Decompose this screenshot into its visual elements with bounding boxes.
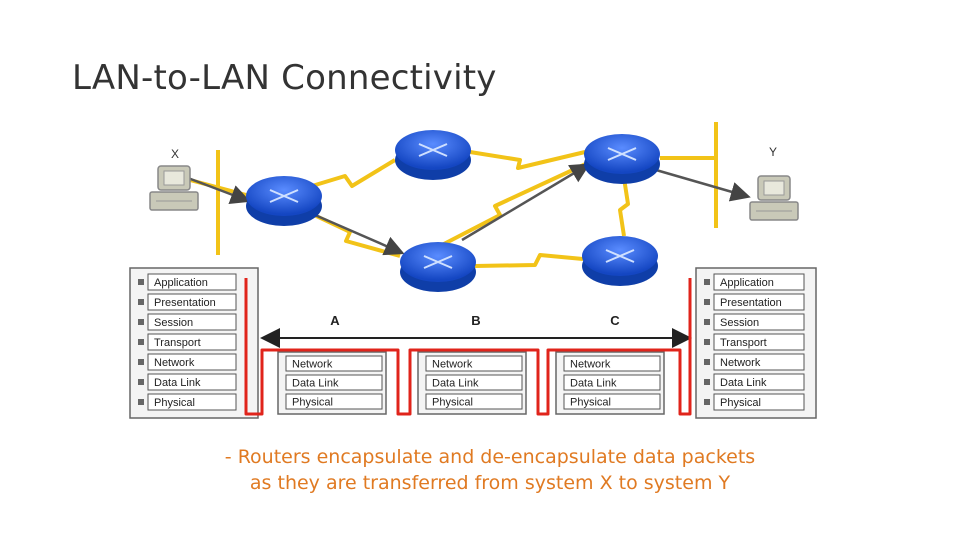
router1-layer-network: Network (285, 355, 383, 372)
layer-label: Session (720, 317, 759, 329)
router1-layer-data-link: Data Link (285, 374, 383, 391)
segment-label-a: A (330, 313, 340, 328)
router2-layer-physical: Physical (425, 393, 523, 410)
router-icon (400, 242, 476, 292)
left-layer-application: Application (138, 273, 237, 291)
router3-layer-data-link: Data Link (563, 374, 661, 391)
computer-icon (149, 165, 199, 211)
left-layer-physical: Physical (138, 393, 237, 411)
right-layer-presentation: Presentation (704, 293, 805, 311)
right-layer-data-link: Data Link (704, 373, 805, 391)
layer-label: Physical (292, 397, 333, 409)
system-x-label: X (171, 147, 179, 161)
left-layer-transport: Transport (138, 333, 237, 351)
layer-label: Network (292, 359, 333, 371)
router1-layer-physical: Physical (285, 393, 383, 410)
layer-label: Data Link (292, 378, 339, 390)
right-layer-application: Application (704, 273, 805, 291)
right-layer-physical: Physical (704, 393, 805, 411)
layer-label: Application (720, 277, 774, 289)
left-layer-presentation: Presentation (138, 293, 237, 311)
router3-layer-network: Network (563, 355, 661, 372)
layer-label: Data Link (154, 377, 201, 389)
layer-label: Physical (720, 397, 761, 409)
layer-label: Transport (154, 337, 201, 349)
osi-stack-left: ApplicationPresentationSessionTransportN… (129, 267, 259, 419)
link-r1-r2 (311, 158, 397, 188)
router2-layer-data-link: Data Link (425, 374, 523, 391)
segment-label-c: C (610, 313, 620, 328)
router2-layer-network: Network (425, 355, 523, 372)
router-icon (395, 130, 471, 180)
router-icon (246, 176, 322, 226)
layer-label: Session (154, 317, 193, 329)
router-icon (584, 134, 660, 184)
router-icon (582, 236, 658, 286)
layer-label: Presentation (154, 297, 216, 309)
encapsulation-path (244, 278, 692, 416)
right-layer-session: Session (704, 313, 805, 331)
layer-label: Physical (154, 397, 195, 409)
layer-label: Presentation (720, 297, 782, 309)
layer-label: Data Link (570, 378, 617, 390)
layer-label: Physical (432, 397, 473, 409)
layer-label: Network (154, 357, 195, 369)
layer-label: Network (720, 357, 761, 369)
osi-stack-right: ApplicationPresentationSessionTransportN… (695, 267, 817, 419)
left-layer-data-link: Data Link (138, 373, 237, 391)
system-y-label: Y (769, 145, 777, 159)
link-r3-r4 (439, 160, 591, 248)
layer-label: Transport (720, 337, 767, 349)
layer-label: Data Link (720, 377, 767, 389)
layer-label: Data Link (432, 378, 479, 390)
router3-layer-physical: Physical (563, 393, 661, 410)
right-layer-transport: Transport (704, 333, 805, 351)
page-title: LAN-to-LAN Connectivity (72, 58, 497, 98)
layer-label: Physical (570, 397, 611, 409)
data-path (187, 163, 751, 256)
layer-label: Network (432, 359, 473, 371)
segment-label-b: B (471, 313, 480, 328)
link-r2-r4 (469, 150, 586, 170)
link-r3-r5 (474, 253, 584, 268)
link-r4-r5 (618, 177, 630, 237)
note-line-2: as they are transferred from system X to… (249, 472, 731, 494)
note-line-1: - Routers encapsulate and de-encapsulate… (224, 446, 756, 468)
left-layer-network: Network (138, 353, 237, 371)
right-layer-network: Network (704, 353, 805, 371)
layer-label: Network (570, 359, 611, 371)
left-layer-session: Session (138, 313, 237, 331)
computer-icon (749, 175, 799, 221)
layer-label: Application (154, 277, 208, 289)
